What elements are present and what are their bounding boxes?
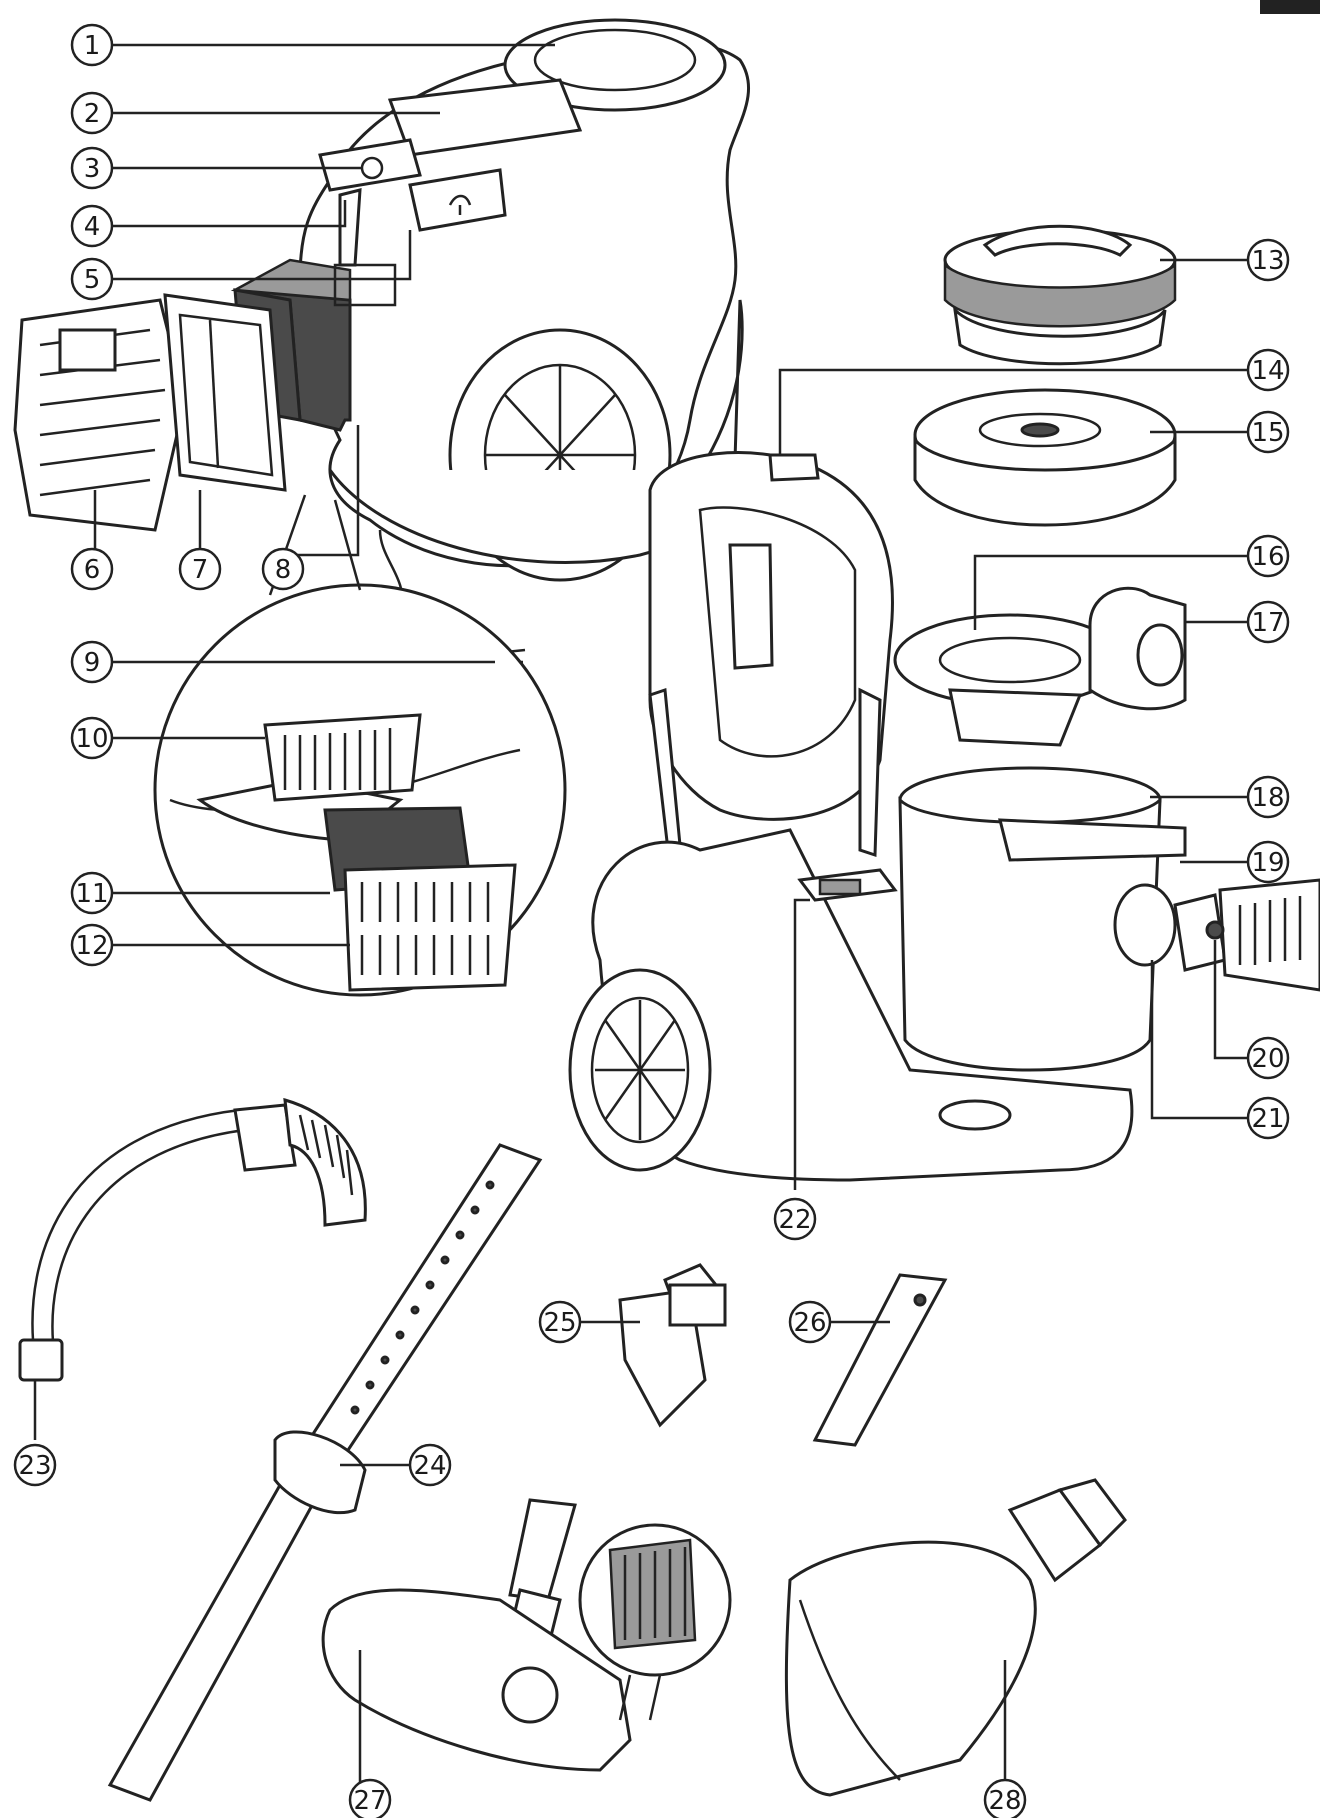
callout-3: 3 [84,154,101,184]
callout-1: 1 [84,31,101,61]
callout-20: 20 [1251,1044,1284,1074]
open-body-illustration [568,451,1134,1182]
callout-28: 28 [988,1786,1021,1816]
floor-nozzle-illustration [321,1498,732,1772]
callout-5: 5 [84,265,101,295]
tool-nozzles-illustration [618,1263,948,1447]
callout-11: 11 [75,879,108,909]
corner-tab [1260,0,1320,14]
main-body-illustration [13,18,750,671]
callout-18: 18 [1251,783,1284,813]
callout-23: 23 [18,1451,51,1481]
callout-8: 8 [275,555,292,585]
leader-lines [33,43,1255,1800]
callout-2: 2 [84,99,101,129]
callout-circles [13,23,1290,1818]
callout-7: 7 [192,555,209,585]
callout-10: 10 [75,724,108,754]
callout-17: 17 [1251,608,1284,638]
callout-13: 13 [1251,246,1284,276]
callout-24: 24 [413,1451,446,1481]
callout-22: 22 [778,1205,811,1235]
callout-19: 19 [1251,848,1284,878]
callout-21: 21 [1251,1104,1284,1134]
callout-27: 27 [353,1786,386,1816]
callout-25: 25 [543,1308,576,1338]
tube-illustration [107,1143,543,1802]
callout-labels: 1 2 3 4 5 6 7 8 9 10 11 12 13 14 15 16 1… [18,31,1284,1816]
hose-illustration [18,1097,367,1382]
turbo-brush-illustration [784,1478,1127,1797]
callout-15: 15 [1251,418,1284,448]
callout-26: 26 [793,1308,826,1338]
callout-4: 4 [84,212,101,242]
callout-6: 6 [84,555,101,585]
callout-16: 16 [1251,542,1284,572]
dust-container-illustration [893,224,1320,1072]
callout-14: 14 [1251,356,1284,386]
callout-9: 9 [84,648,101,678]
callout-12: 12 [75,931,108,961]
